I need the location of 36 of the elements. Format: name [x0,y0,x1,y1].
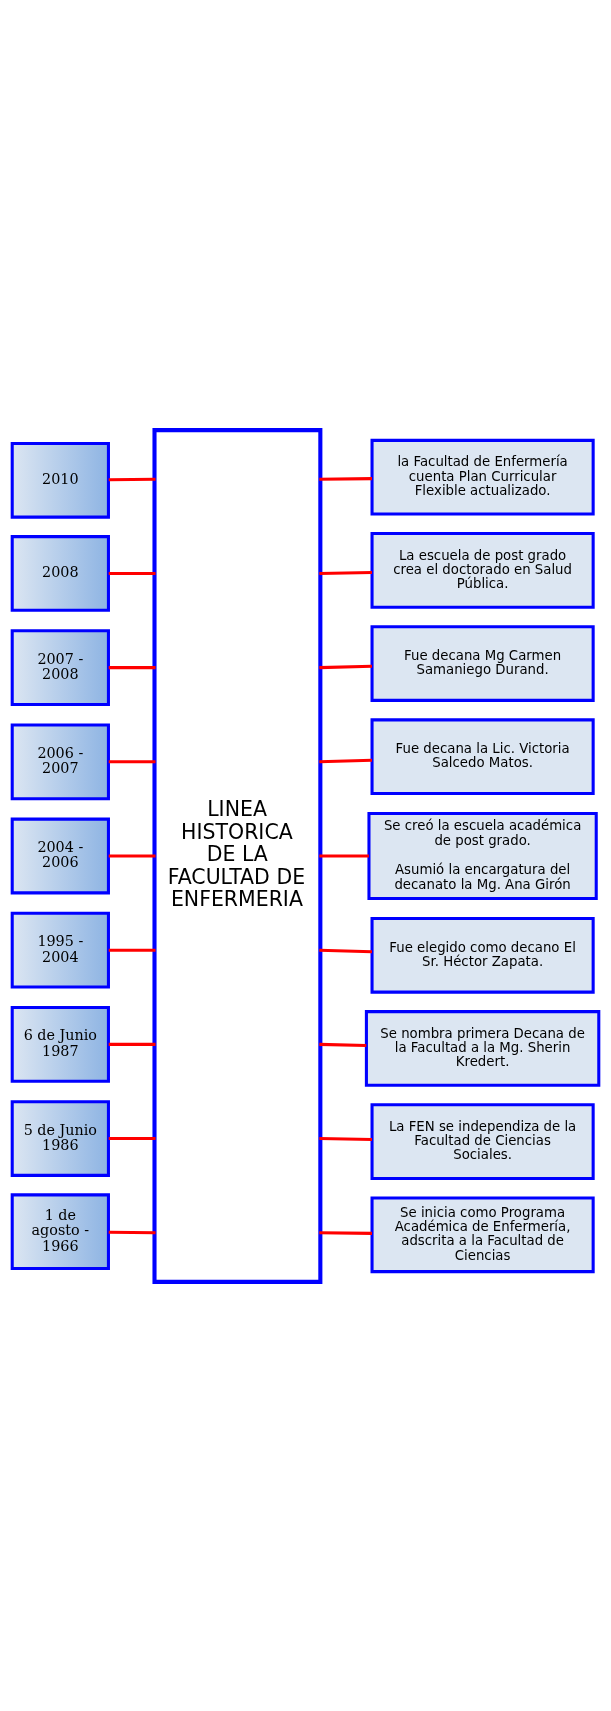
node-box: 2006 - 2007 [10,722,110,800]
connector [108,1136,156,1140]
connector [108,1042,156,1046]
node-box: 2007 - 2008 [10,628,110,706]
node-box: Fue decana Mg Carmen Samaniego Durand. [370,624,595,702]
connector [108,759,156,763]
connector [319,948,373,953]
node-box: 1 de agosto - 1966 [10,1192,110,1270]
node-box: Se creó la escuela académica de post grado. Asumió la encargatura del decanato la Mg. Ana Girón [367,811,598,900]
connector [108,853,156,858]
node-box: Se inicia como Programa Académica de Enfermería, adscrita a la Facultad de Ciencias [370,1195,595,1273]
connector [319,1042,367,1047]
connector [319,476,373,481]
connector [319,1230,373,1235]
connector [108,948,156,952]
connector [319,664,373,669]
connector [319,1136,373,1141]
connector [108,571,156,575]
connector [108,665,156,669]
connector [108,477,156,481]
node-box: La escuela de post grado crea el doctorado en Salud Pública. [370,531,595,609]
connector [319,758,373,763]
node-box: 1995 - 2004 [10,911,110,989]
node-box: Fue decana la Lic. Victoria Salcedo Matos. [370,717,595,795]
node-box: 5 de Junio 1986 [10,1099,110,1177]
connector [108,1230,156,1234]
node-box: La FEN se independiza de la Facultad de Ciencias Sociales. [370,1102,595,1180]
node-box: 2004 - 2006 [10,817,110,894]
connector [319,570,373,575]
node-box: Fue elegido como decano El Sr. Héctor Zapata. [370,916,595,994]
node-box: 2010 [10,441,110,519]
node-box: Se nombra primera Decana de la Facultad a la Mg. Sherin Kredert. [364,1009,601,1087]
node-box: la Facultad de Enfermería cuenta Plan Curricular Flexible actualizado. [370,438,595,516]
node-box: 2008 [10,534,110,612]
connector [319,853,369,858]
node-box: 6 de Junio 1987 [10,1005,110,1083]
